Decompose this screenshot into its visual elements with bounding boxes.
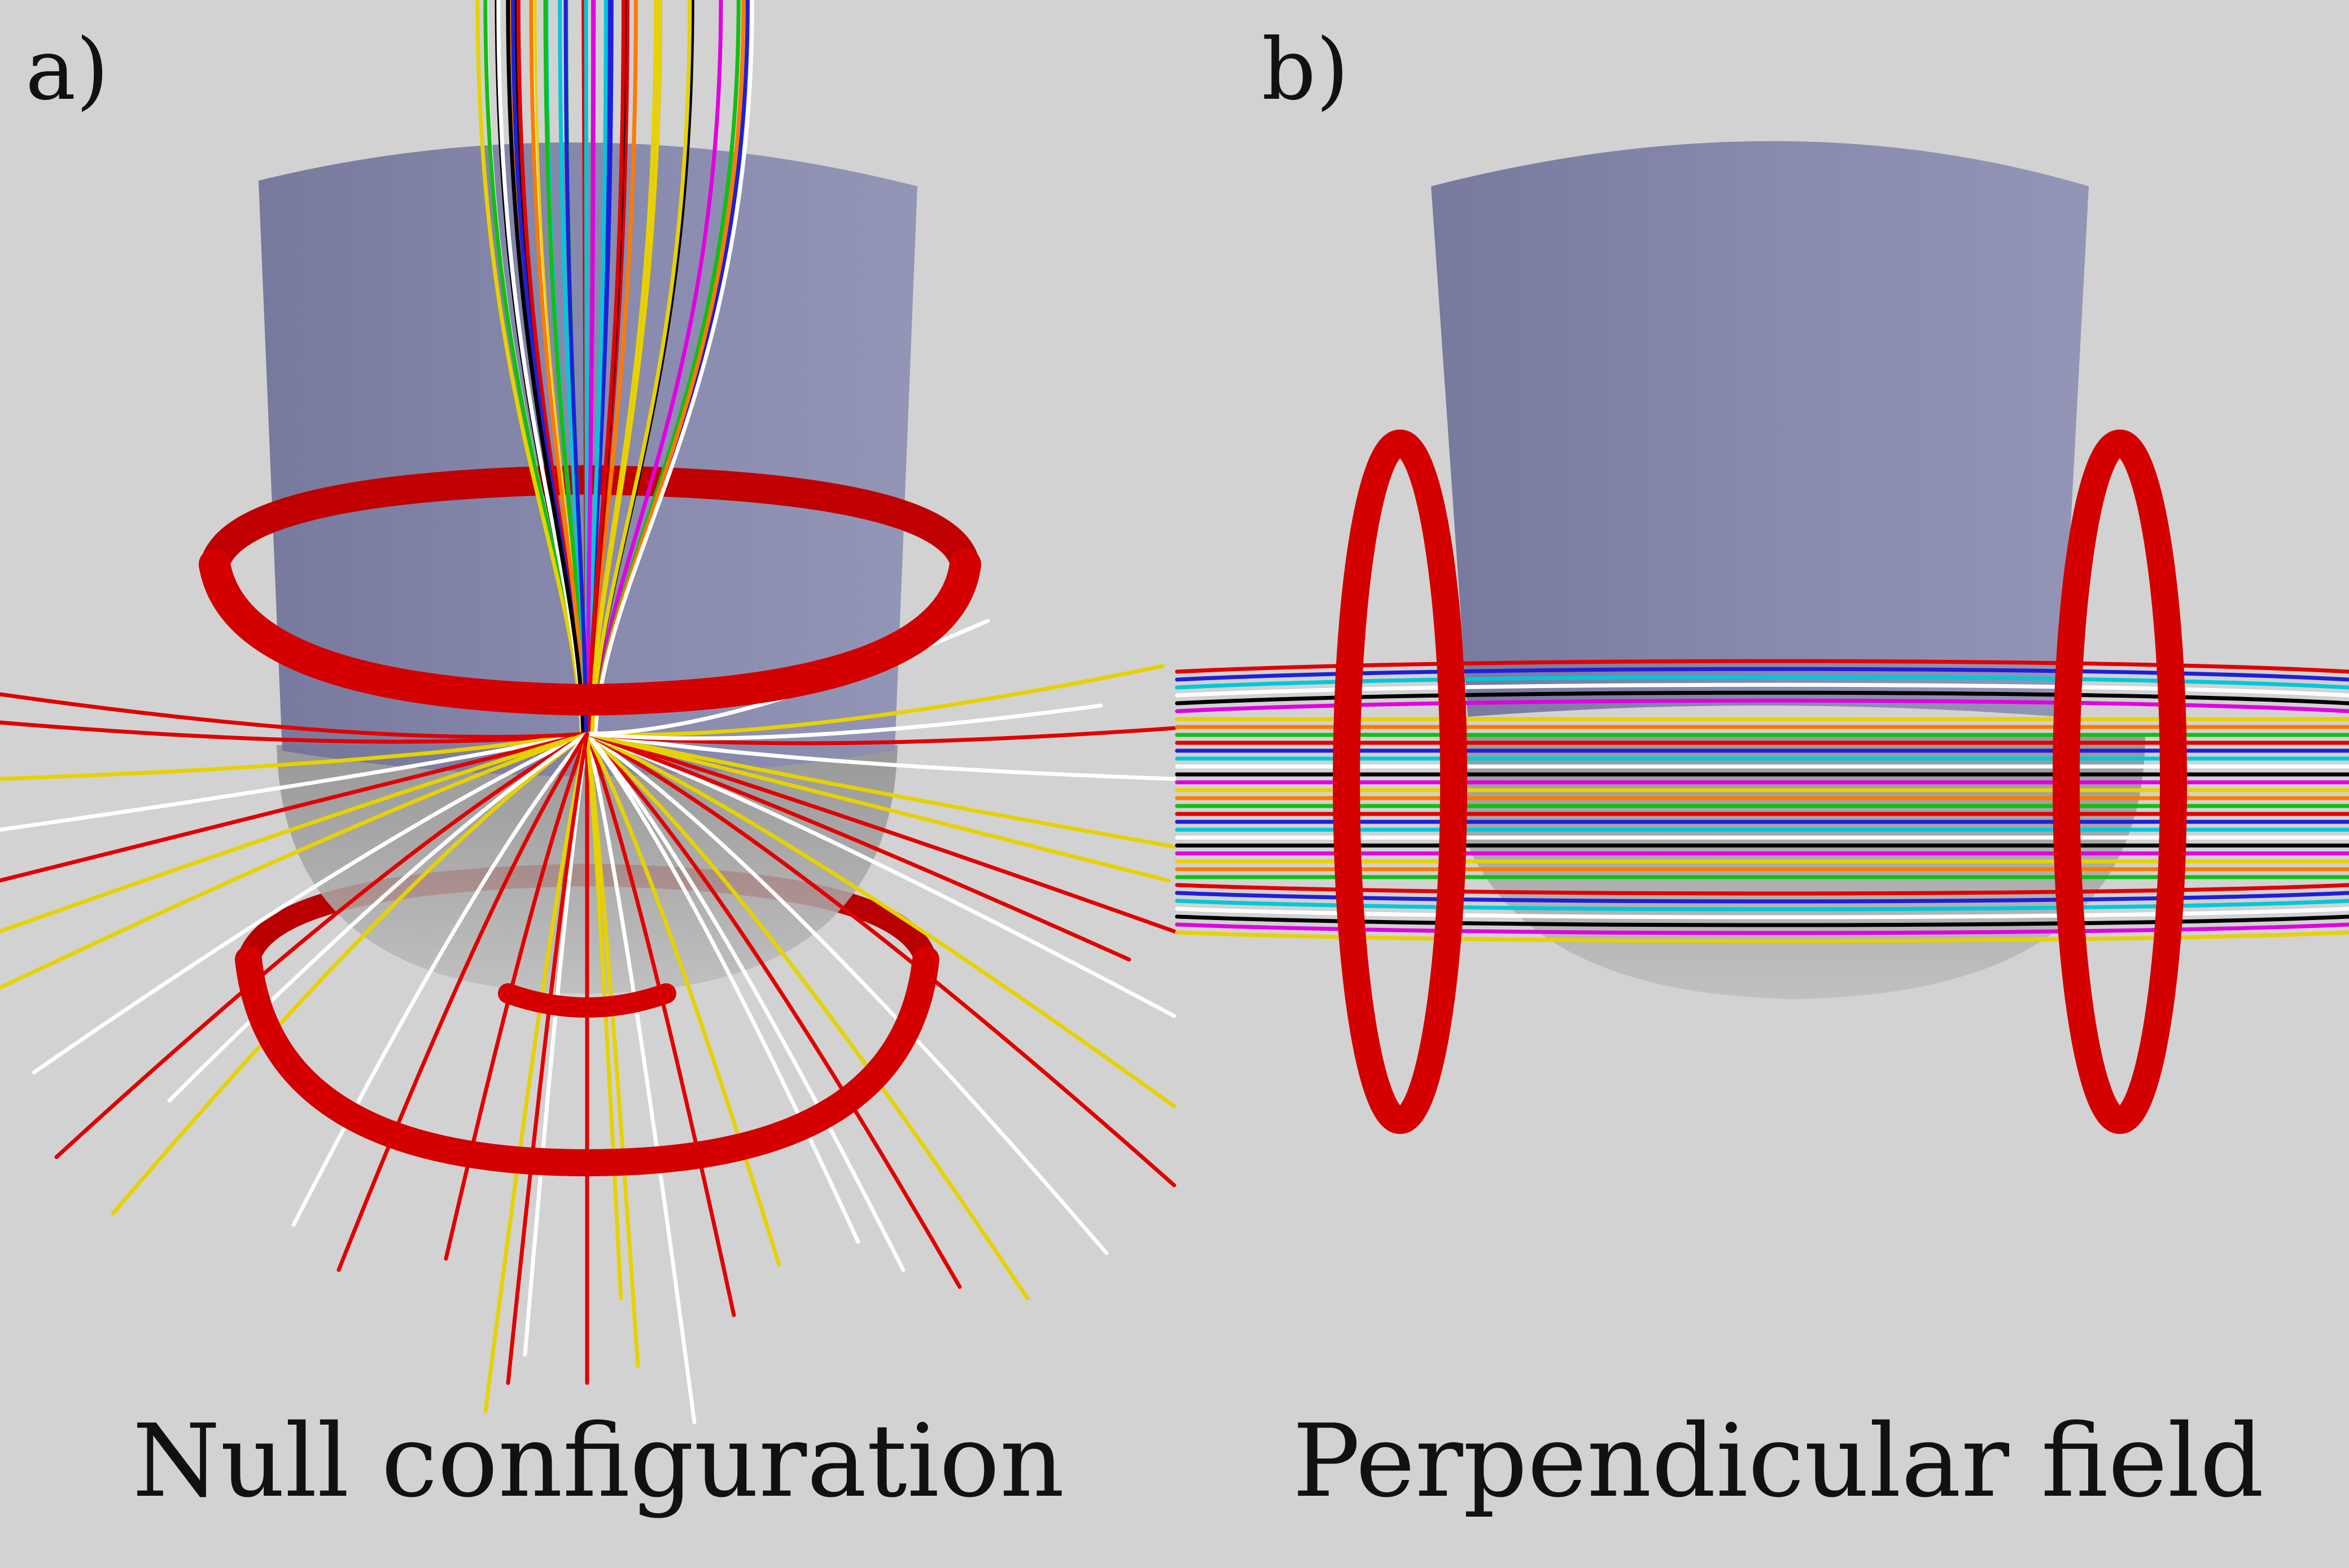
field-line [0, 720, 589, 744]
field-line [483, 732, 589, 1413]
field-line [1175, 674, 2349, 690]
field-line [506, 732, 589, 1385]
field-line [1175, 914, 2349, 927]
field-line [111, 732, 589, 1216]
field-line [585, 732, 906, 1272]
field-line [54, 732, 589, 1159]
field-line [585, 732, 1176, 1018]
panel-a-null-configuration: a) Null configuration [0, 0, 1176, 1519]
field-line [1175, 667, 2349, 682]
field-line [585, 732, 736, 1317]
field-line [1175, 922, 2349, 935]
field-line [585, 732, 1176, 781]
field-line [1175, 906, 2349, 919]
field-line [1175, 930, 2349, 943]
field-line [593, 0, 755, 736]
field-line [1175, 659, 2349, 674]
panel-b-right-coil [2053, 430, 2187, 1134]
panel-a-field-lines [0, 0, 1176, 1425]
panel-a-lower-coil-front [235, 946, 939, 1177]
panel-b-left-coil [1333, 430, 1467, 1134]
panel-b-field-lines [1175, 659, 2349, 943]
field-line [585, 732, 697, 1425]
field-line [590, 0, 692, 736]
field-line [592, 0, 723, 736]
field-line [475, 0, 584, 736]
panel-b-label: b) [1262, 21, 1349, 119]
panel-b-perpendicular-field: b) Perpendicular field [1175, 21, 2349, 1519]
panel-b-caption: Perpendicular field [1293, 1403, 2264, 1519]
field-line [1175, 690, 2349, 706]
panel-a-inner-coil-arc [498, 983, 676, 1018]
field-line [0, 692, 589, 739]
field-line [0, 732, 589, 781]
field-line [336, 732, 589, 1272]
field-line [585, 732, 1176, 1188]
field-line [1175, 682, 2349, 698]
panel-a-label: a) [25, 21, 109, 119]
panel-a-caption: Null configuration [132, 1403, 1064, 1519]
field-line [585, 703, 1103, 741]
field-line [1175, 698, 2349, 713]
field-line [585, 732, 1030, 1300]
field-line [563, 0, 588, 736]
panel-a-upper-coil-front [199, 549, 981, 716]
field-line [0, 732, 589, 832]
field-line [585, 732, 1171, 883]
field-line [506, 0, 585, 736]
field-line [585, 664, 1165, 737]
panel-b-cylinder [1431, 141, 2089, 717]
field-line [585, 732, 1176, 934]
field-line [529, 0, 587, 736]
field-line [0, 732, 589, 990]
field-line [585, 732, 1131, 962]
field-line [0, 732, 589, 934]
field-line [585, 732, 1176, 1109]
field-line [585, 732, 1176, 849]
field-line [585, 732, 1109, 1255]
field-line [587, 0, 625, 736]
field-line [167, 732, 589, 1103]
field-line [1175, 883, 2349, 896]
field-line [588, 0, 662, 736]
field-line [1175, 899, 2349, 912]
field-line [32, 732, 589, 1075]
field-line [585, 0, 596, 736]
field-line [1175, 891, 2349, 904]
field-line [585, 732, 962, 1289]
field-line [585, 732, 623, 1300]
field-line [0, 732, 589, 883]
